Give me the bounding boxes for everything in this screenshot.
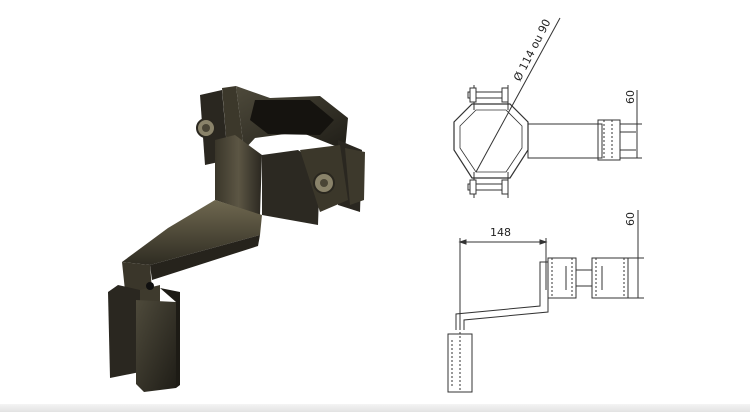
front-view-height-label: 60 (624, 212, 637, 226)
diameter-label: Ø 114 ou 90 (511, 17, 553, 83)
front-clamp-right (262, 150, 320, 225)
front-clamp-left-half (547, 257, 577, 299)
support-arm (122, 200, 262, 265)
top-view-arm (527, 123, 603, 159)
front-clamp-right-half (591, 257, 629, 299)
holder-front-plate (136, 300, 176, 392)
diameter-leader (475, 17, 561, 173)
holder-left-plate (108, 285, 140, 378)
front-view-width-label: 148 (490, 226, 511, 239)
front-clamp-left (215, 135, 262, 215)
page-bottom-edge (0, 404, 750, 412)
clamp-hexagon-outer (453, 103, 529, 179)
front-view-arm (455, 261, 549, 330)
top-view-height-label: 60 (624, 90, 637, 104)
